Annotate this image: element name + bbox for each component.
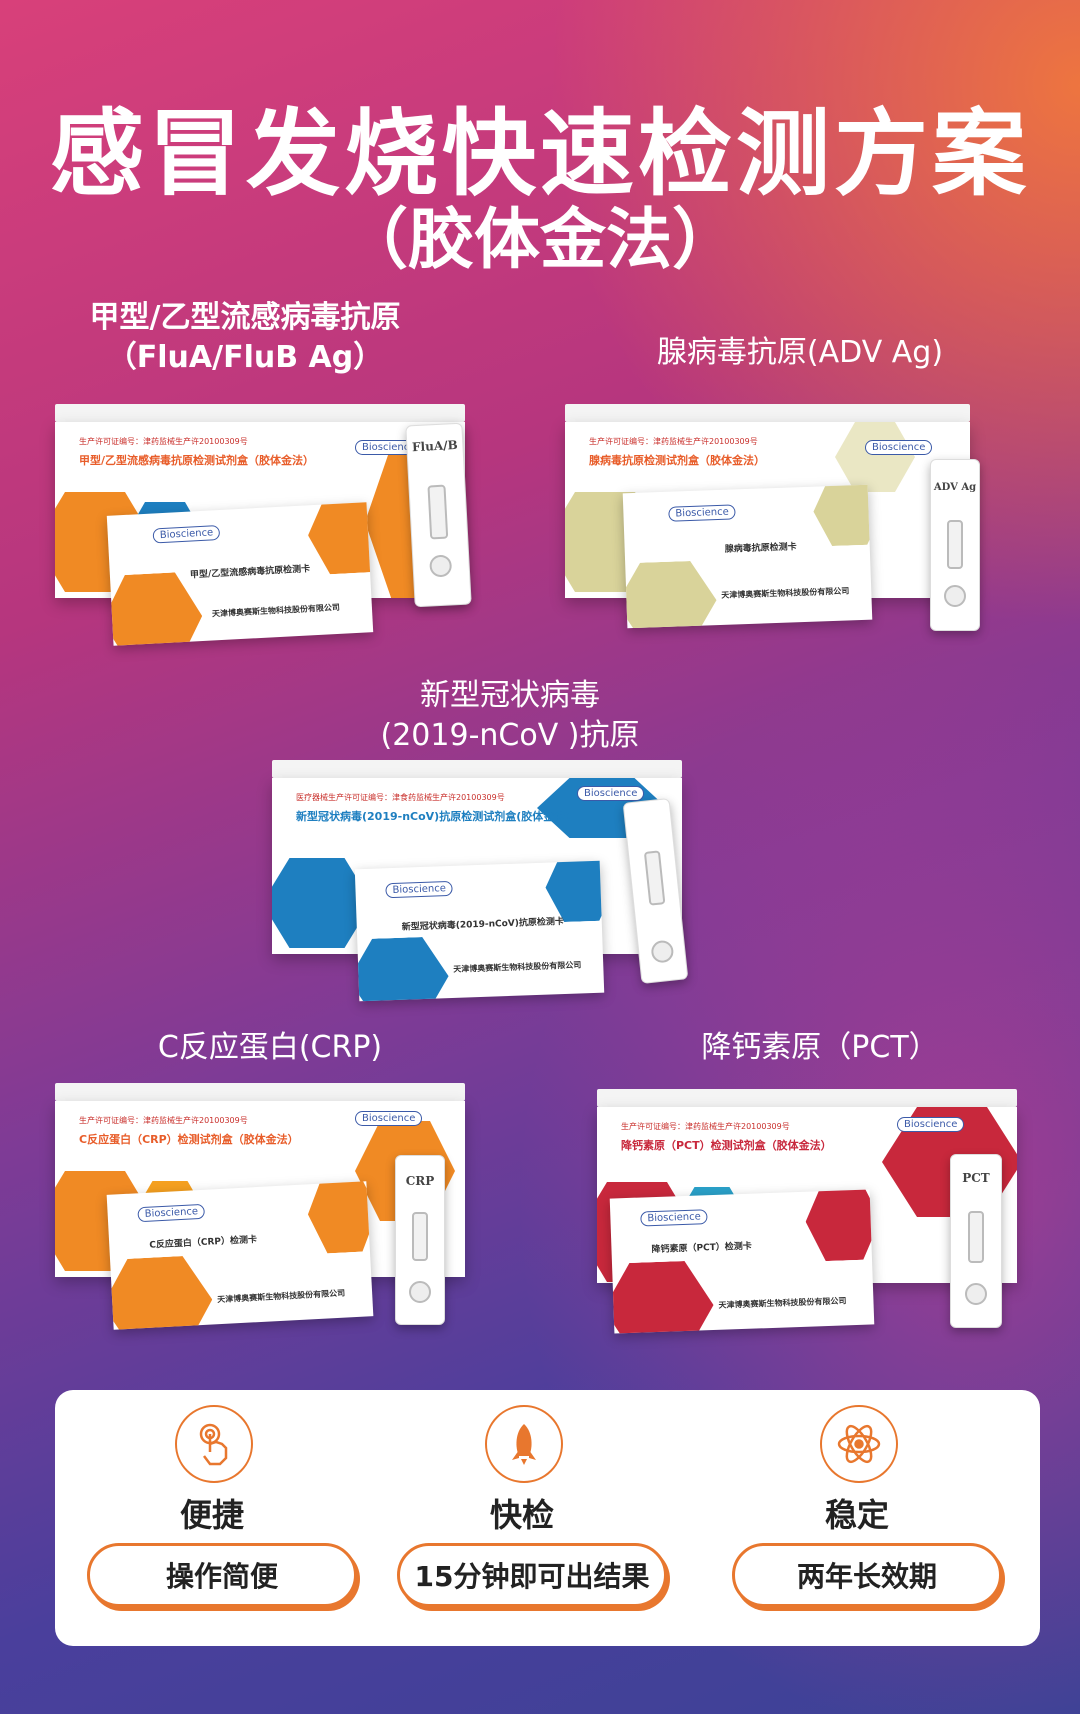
kit-name: 腺病毒抗原检测试剂盒（胶体金法）	[589, 454, 765, 467]
product-kit-crp: 生产许可证编号：津药监械生产许20100309号 C反应蛋白（CRP）检测试剂盒…	[55, 1083, 475, 1330]
card-title: 降钙素原（PCT）检测卡	[651, 1241, 753, 1256]
brand-logo: Bioscience	[640, 1209, 709, 1227]
product-kit-adv: 生产许可证编号：津药监械生产许20100309号 腺病毒抗原检测试剂盒（胶体金法…	[565, 404, 985, 644]
license-number: 生产许可证编号：津药监械生产许20100309号	[589, 437, 758, 446]
test-card: Bioscience 腺病毒抗原检测卡 天津博奥赛斯生物科技股份有限公司	[622, 484, 873, 629]
atom-icon	[820, 1405, 898, 1483]
test-cassette: CRP	[395, 1155, 445, 1325]
test-cassette: PCT	[950, 1154, 1002, 1328]
features-panel: 便捷 操作简便 快检 15分钟即可出结果 稳定 两年长效期	[55, 1390, 1040, 1646]
card-title: C反应蛋白（CRP）检测卡	[149, 1235, 258, 1251]
license-number: 医疗器械生产许可证编号：津食药监械生产许20100309号	[296, 793, 505, 802]
kit-name: 降钙素原（PCT）检测试剂盒（胶体金法）	[621, 1139, 832, 1152]
license-number: 生产许可证编号：津药监械生产许20100309号	[79, 437, 248, 446]
feature-desc: 操作简便	[87, 1543, 357, 1607]
license-number: 生产许可证编号：津药监械生产许20100309号	[621, 1122, 790, 1131]
test-card: Bioscience 甲型/乙型流感病毒抗原检测卡 天津博奥赛斯生物科技股份有限…	[106, 502, 374, 646]
brand-logo: Bioscience	[577, 786, 645, 801]
rocket-icon	[485, 1405, 563, 1483]
license-number: 生产许可证编号：津药监械生产许20100309号	[79, 1116, 248, 1125]
kit-name: 新型冠状病毒(2019-nCoV)抗原检测试剂盒(胶体金法)	[296, 810, 571, 823]
company-name: 天津博奥赛斯生物科技股份有限公司	[453, 960, 582, 974]
feature-title: 快检	[489, 1496, 554, 1534]
feature-stable: 稳定 两年长效期	[720, 1390, 1020, 1646]
company-name: 天津博奥赛斯生物科技股份有限公司	[217, 1288, 346, 1305]
brand-logo: Bioscience	[865, 440, 933, 455]
company-name: 天津博奥赛斯生物科技股份有限公司	[721, 586, 850, 600]
brand-logo: Bioscience	[355, 1111, 423, 1126]
cassette-label: PCT	[962, 1171, 990, 1185]
product-kit-flu: 生产许可证编号：津药监械生产许20100309号 甲型/乙型流感病毒抗原检测试剂…	[55, 404, 475, 646]
feature-convenient: 便捷 操作简便	[75, 1390, 375, 1646]
test-card: Bioscience 新型冠状病毒(2019-nCoV)抗原检测卡 天津博奥赛斯…	[354, 860, 605, 1002]
feature-title: 便捷	[179, 1496, 244, 1534]
card-title: 腺病毒抗原检测卡	[724, 542, 797, 555]
test-card: Bioscience C反应蛋白（CRP）检测卡 天津博奥赛斯生物科技股份有限公…	[106, 1181, 374, 1330]
brand-logo: Bioscience	[385, 880, 454, 899]
product-kit-ncov: 医疗器械生产许可证编号：津食药监械生产许20100309号 新型冠状病毒(201…	[272, 760, 692, 1002]
card-title: 甲型/乙型流感病毒抗原检测卡	[189, 564, 311, 581]
product-kit-pct: 生产许可证编号：津药监械生产许20100309号 降钙素原（PCT）检测试剂盒（…	[597, 1089, 1017, 1334]
feature-fast: 快检 15分钟即可出结果	[385, 1390, 685, 1646]
test-cassette: ADV Ag	[930, 459, 980, 631]
product-label-adv: 腺病毒抗原(ADV Ag)	[656, 335, 944, 370]
cassette-label: CRP	[405, 1174, 435, 1188]
company-name: 天津博奥赛斯生物科技股份有限公司	[718, 1296, 847, 1310]
company-name: 天津博奥赛斯生物科技股份有限公司	[211, 602, 341, 619]
brand-logo: Bioscience	[152, 524, 221, 544]
kit-name: C反应蛋白（CRP）检测试剂盒（胶体金法）	[79, 1133, 299, 1146]
feature-title: 稳定	[824, 1496, 889, 1534]
feature-desc: 两年长效期	[732, 1543, 1002, 1607]
brand-logo: Bioscience	[137, 1203, 206, 1223]
touch-hand-icon	[175, 1405, 253, 1483]
page-title: 感冒发烧快速检测方案	[49, 100, 1030, 209]
product-label-flu: 甲型/乙型流感病毒抗原 （FluA/FluB Ag）	[89, 300, 401, 375]
cassette-label: ADV Ag	[933, 482, 977, 493]
product-label-ncov: 新型冠状病毒 (2019-nCoV )抗原	[380, 678, 640, 753]
cassette-label: FluA/B	[411, 437, 459, 455]
page-subtitle: （胶体金法）	[342, 201, 738, 278]
feature-desc: 15分钟即可出结果	[397, 1543, 667, 1607]
kit-name: 甲型/乙型流感病毒抗原检测试剂盒（胶体金法）	[79, 454, 315, 467]
brand-logo: Bioscience	[897, 1117, 965, 1132]
product-label-crp: C反应蛋白(CRP)	[157, 1030, 383, 1065]
card-title: 新型冠状病毒(2019-nCoV)抗原检测卡	[401, 917, 565, 933]
product-label-pct: 降钙素原（PCT）	[701, 1030, 939, 1065]
brand-logo: Bioscience	[668, 504, 737, 522]
test-card: Bioscience 降钙素原（PCT）检测卡 天津博奥赛斯生物科技股份有限公司	[609, 1189, 875, 1334]
test-cassette: FluA/B	[405, 422, 472, 608]
